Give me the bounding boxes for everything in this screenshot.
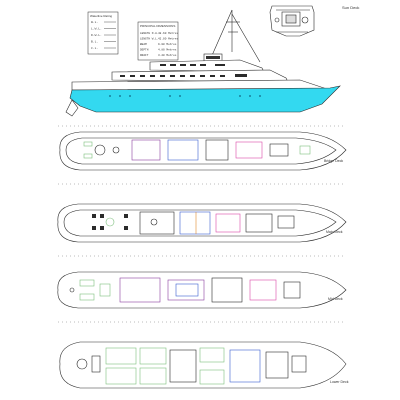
waterline-legend: Waterline Rating W.L. L.W.L. D.W.L. B.L. C.L…: [87, 11, 119, 55]
waterline-legend-row: B.L.: [91, 41, 98, 44]
profile-elevation: [65, 9, 341, 117]
sun-deck-plan: [269, 5, 315, 37]
bridge-deck-label: Bridge Deck: [324, 159, 343, 163]
principal-dimensions-title: PRINCIPAL DIMENSIONS: [140, 24, 175, 28]
dimension-label: DEPTH: [140, 49, 149, 52]
dimension-value: 48.60 Metres: [158, 32, 178, 35]
sun-deck-label: Sun Deck: [342, 5, 359, 10]
lower-deck-label: Lower Deck: [330, 380, 349, 384]
hull-profile: [69, 85, 341, 113]
dimension-value: 42.00 Metres: [158, 38, 178, 41]
waterline-legend-row: D.W.L.: [91, 34, 102, 37]
lower-deck-plan: [59, 341, 347, 389]
waterline-legend-title: Waterline Rating: [90, 14, 112, 18]
principal-dimensions-box: PRINCIPAL DIMENSIONS LENGTH O.A.48.60 Me…: [137, 21, 178, 61]
dimension-label: LENGTH O.A.: [140, 32, 158, 35]
dimension-label: DRAFT: [140, 54, 149, 57]
dimension-value: 4.80 Metres: [158, 49, 177, 52]
mid-deck-label: Mid Deck: [328, 297, 343, 301]
waterline-legend-row: W.L.: [91, 21, 98, 24]
main-deck-plan: [57, 203, 347, 243]
bridge-deck-plan: [59, 131, 347, 171]
main-deck-label: Main Deck: [326, 230, 343, 234]
dimension-value: 9.00 Metres: [158, 43, 177, 46]
mid-deck-plan: [57, 271, 347, 309]
dimension-value: 3.20 Metres: [158, 54, 177, 57]
dimension-label: LENGTH W.L.: [140, 38, 158, 41]
dimension-label: BEAM: [140, 43, 147, 46]
waterline-legend-row: L.W.L.: [91, 28, 102, 31]
waterline-legend-row: C.L.: [91, 47, 98, 50]
